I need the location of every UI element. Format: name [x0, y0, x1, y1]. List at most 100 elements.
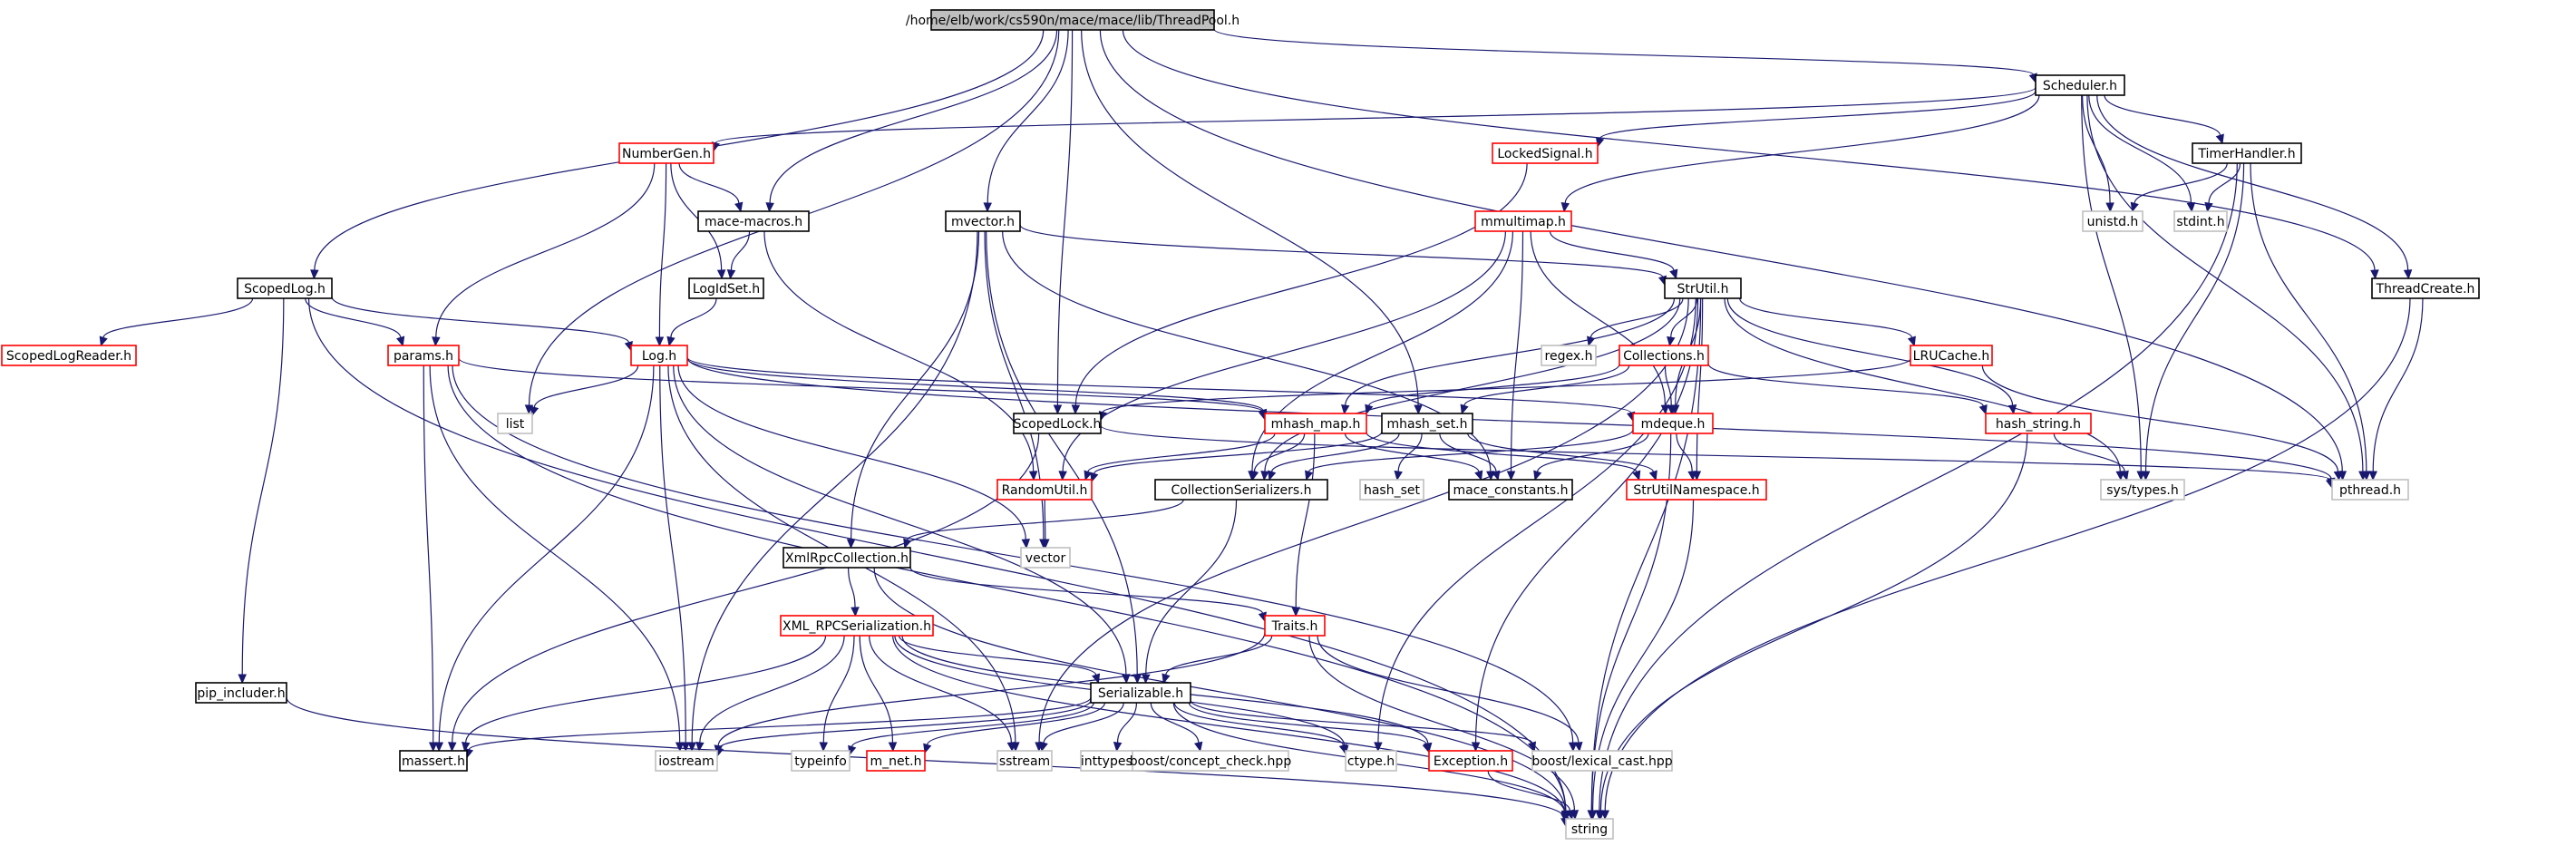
node-label: Traits.h [1271, 619, 1318, 634]
node-scopedlock[interactable]: ScopedLock.h [1013, 413, 1102, 434]
node-label: TimerHandler.h [2197, 147, 2295, 161]
node-systypes[interactable]: sys/types.h [2100, 479, 2185, 501]
edge-lrucache-to-pthread [1981, 365, 2343, 481]
node-vector[interactable]: vector [1020, 547, 1071, 569]
node-label: m_net.h [870, 754, 922, 769]
node-label: ScopedLogReader.h [6, 349, 131, 364]
node-label: inttypes.h [1081, 754, 1144, 769]
node-log[interactable]: Log.h [630, 345, 688, 366]
node-label: pthread.h [2339, 483, 2401, 498]
node-lrucache[interactable]: LRUCache.h [1910, 345, 1993, 366]
node-lexicalcast[interactable]: boost/lexical_cast.hpp [1531, 750, 1673, 772]
node-params[interactable]: params.h [387, 345, 460, 366]
node-box [237, 277, 333, 299]
node-box [1381, 413, 1473, 434]
node-mnet[interactable]: m_net.h [866, 750, 926, 772]
node-mdeque[interactable]: mdeque.h [1632, 413, 1714, 434]
node-randomutil[interactable]: RandomUtil.h [996, 479, 1093, 501]
edge-timerhandler-to-pthread [2250, 162, 2371, 481]
node-pthread[interactable]: pthread.h [2331, 479, 2409, 501]
node-xmlrpcser[interactable]: XML_RPCSerialization.h [780, 615, 934, 637]
node-label: string [1571, 822, 1608, 837]
node-label: boost/lexical_cast.hpp [1531, 754, 1672, 769]
edge-log-to-massert [434, 365, 655, 753]
node-massert[interactable]: massert.h [399, 750, 468, 772]
node-list[interactable]: list [497, 413, 533, 434]
node-sstream[interactable]: sstream [996, 750, 1053, 772]
node-box [1664, 277, 1742, 299]
node-label: params.h [394, 349, 453, 364]
edge-serializable-to-inttypes [1113, 702, 1138, 753]
node-mvector[interactable]: mvector.h [945, 210, 1021, 232]
node-label: XmlRpcCollection.h [785, 551, 909, 566]
node-typeinfo[interactable]: typeinfo [791, 750, 851, 772]
edge-threadcreate-to-string [1600, 297, 2411, 821]
node-numbergen[interactable]: NumberGen.h [618, 142, 714, 164]
node-scopedlogreader[interactable]: ScopedLogReader.h [1, 345, 137, 366]
node-unistd[interactable]: unistd.h [2082, 210, 2143, 232]
node-serializable[interactable]: Serializable.h [1090, 682, 1191, 704]
edge-mhashset-to-randomutil [1090, 431, 1383, 483]
edge-xmlrpcser-to-typeinfo [819, 635, 855, 753]
edge-mhashmap-to-strutilns [1366, 432, 1641, 481]
node-label: LockedSignal.h [1497, 147, 1592, 161]
node-threadcreate[interactable]: ThreadCreate.h [2371, 277, 2480, 299]
edge-xmlrpccoll-to-xmlrpcser [848, 567, 860, 617]
node-pipincluder[interactable]: pip_includer.h [195, 682, 287, 704]
node-label: mdeque.h [1641, 417, 1706, 432]
node-strutilns[interactable]: StrUtilNamespace.h [1626, 479, 1767, 501]
node-conceptcheck[interactable]: boost/concept_check.hpp [1130, 750, 1292, 772]
node-box [1985, 413, 2092, 434]
node-label: typeinfo [794, 754, 847, 769]
node-box [1632, 413, 1714, 434]
node-logidset[interactable]: LogIdSet.h [688, 277, 764, 299]
node-lockedsignal[interactable]: LockedSignal.h [1492, 142, 1599, 164]
edge-serializable-to-sstream [1039, 702, 1124, 753]
node-root[interactable]: /home/elb/work/cs590n/mace/mace/lib/Thre… [906, 9, 1239, 31]
node-timerhandler[interactable]: TimerHandler.h [2192, 142, 2302, 164]
node-scopedlog[interactable]: ScopedLog.h [237, 277, 333, 299]
node-exception[interactable]: Exception.h [1428, 750, 1513, 772]
node-macemacros[interactable]: mace-macros.h [697, 210, 810, 232]
edge-scheduler-to-stdint [2088, 94, 2196, 213]
node-stdint[interactable]: stdint.h [2173, 210, 2228, 232]
node-hashset[interactable]: hash_set [1359, 479, 1424, 501]
node-string[interactable]: string [1565, 818, 1614, 840]
node-xmlrpccoll[interactable]: XmlRpcCollection.h [783, 547, 911, 569]
node-layer: /home/elb/work/cs590n/mace/mace/lib/Thre… [1, 9, 2480, 840]
node-collser[interactable]: CollectionSerializers.h [1154, 479, 1328, 501]
edge-scopedlog-to-pipincluder [238, 297, 285, 685]
edge-mmultimap-to-randomutil [1058, 230, 1506, 481]
node-traits[interactable]: Traits.h [1264, 615, 1326, 637]
edge-randomutil-to-vector [1041, 499, 1050, 549]
node-label: pip_includer.h [197, 686, 285, 701]
node-label: sstream [999, 754, 1050, 769]
node-strutil[interactable]: StrUtil.h [1664, 277, 1742, 299]
node-label: mmultimap.h [1481, 215, 1566, 229]
edge-mmultimap-to-maceconst [1506, 230, 1524, 481]
node-label: RandomUtil.h [1002, 483, 1088, 498]
node-mmultimap[interactable]: mmultimap.h [1474, 210, 1572, 232]
node-regex[interactable]: regex.h [1541, 345, 1597, 366]
edge-mhashset-to-collser [1268, 433, 1400, 481]
node-maceconst[interactable]: mace_constants.h [1448, 479, 1573, 501]
node-label: ctype.h [1347, 754, 1395, 769]
node-mhashset[interactable]: mhash_set.h [1381, 413, 1473, 434]
node-ctype[interactable]: ctype.h [1345, 750, 1397, 772]
edge-log-to-list [530, 365, 639, 417]
edge-timerhandler-to-systypes [2141, 162, 2245, 481]
node-mhashmap[interactable]: mhash_map.h [1264, 413, 1367, 434]
node-box [697, 210, 810, 232]
node-box [996, 750, 1053, 772]
edge-params-to-iostream [429, 365, 685, 753]
edge-xmlrpcser-to-sstream [869, 635, 1016, 753]
node-label: mhash_map.h [1271, 417, 1361, 432]
node-iostream[interactable]: iostream [655, 750, 718, 772]
node-hashstring[interactable]: hash_string.h [1985, 413, 2092, 434]
edge-mvector-to-iostream [687, 230, 978, 753]
edge-strutil-to-string [1587, 297, 1702, 821]
node-collections[interactable]: Collections.h [1619, 345, 1709, 366]
node-label: /home/elb/work/cs590n/mace/mace/lib/Thre… [906, 14, 1239, 28]
edge-mmultimap-to-collser [1248, 230, 1514, 481]
node-scheduler[interactable]: Scheduler.h [2035, 74, 2125, 96]
